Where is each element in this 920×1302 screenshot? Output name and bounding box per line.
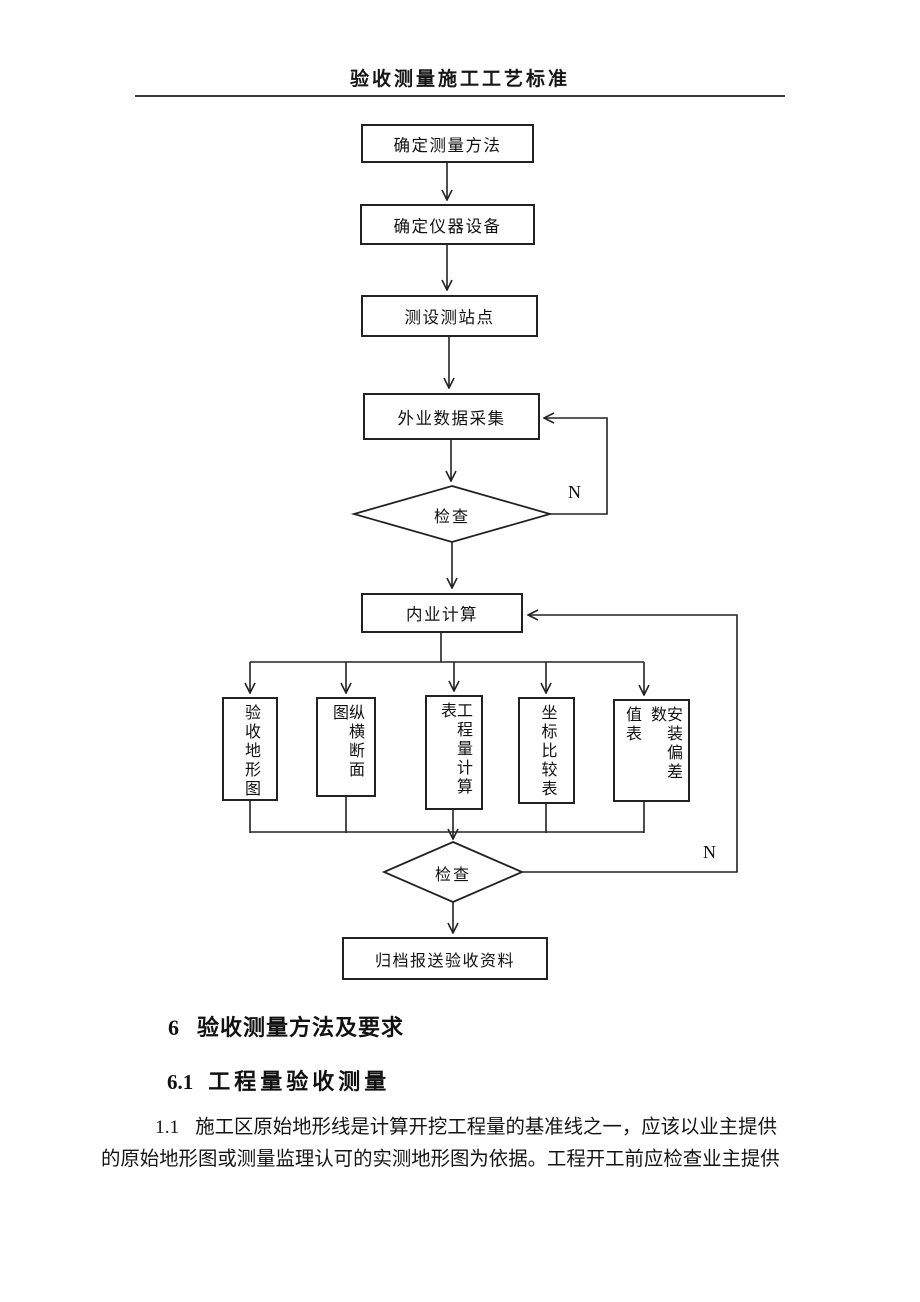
section-heading-6-1-title: 工程量验收测量 [208, 1069, 391, 1094]
flow-output-coordinate-compare-table: 坐标比较表 [518, 697, 575, 804]
flow-connectors [250, 163, 738, 933]
check2-diamond [381, 841, 525, 903]
flow-output-acceptance-topo-map-label: 验收地形图 [242, 704, 259, 799]
flow-output-quantity-table-label: 工程量计算表 [438, 702, 471, 797]
flow-step-archive-submit: 归档报送验收资料 [342, 937, 548, 980]
flow-step-office-computation: 内业计算 [361, 593, 523, 633]
flow-check2-no-label: N [703, 842, 716, 862]
flow-output-acceptance-topo-map: 验收地形图 [222, 697, 278, 801]
acceptance-survey-flowchart: 确定测量方法 确定仪器设备 测设测站点 外业数据采集 检查 N 内业计算 验收地… [0, 124, 738, 1000]
paragraph-line-1-text: 施工区原始地形线是计算开挖工程量的基准线之一，应该以业主提供 [195, 1117, 777, 1138]
flowchart-lines [0, 163, 738, 1000]
flow-output-install-deviation-col-left: 值表 [623, 706, 640, 744]
section-heading-6-1: 6.1 工程量验收测量 [167, 1064, 390, 1096]
flow-output-profile-drawings: 纵横断面图 [316, 697, 376, 797]
flow-step-field-data-collection: 外业数据采集 [363, 393, 540, 440]
section-heading-6: 6 验收测量方法及要求 [168, 1010, 404, 1042]
header-rule [135, 95, 785, 97]
flow-step-determine-method: 确定测量方法 [361, 124, 534, 163]
flow-output-quantity-table: 工程量计算表 [425, 695, 483, 810]
flow-output-install-deviation-col-right: 安装偏差数 [648, 706, 681, 782]
paragraph-line-1: 1.1 施工区原始地形线是计算开挖工程量的基准线之一，应该以业主提供 [101, 1112, 783, 1144]
flow-output-coordinate-compare-table-label: 坐标比较表 [538, 704, 556, 799]
paragraph-number: 1.1 [155, 1117, 180, 1138]
flow-output-profile-drawings-label: 纵横断面图 [330, 704, 363, 780]
check1-diamond [350, 485, 554, 543]
flow-check1-label: 检查 [433, 509, 470, 526]
section-heading-6-title: 验收测量方法及要求 [197, 1015, 405, 1040]
section-heading-6-number: 6 [168, 1015, 179, 1040]
section-heading-6-1-number: 6.1 [167, 1070, 194, 1094]
connector-check1-no-loop [544, 418, 608, 515]
paragraph-line-2: 的原始地形图或测量监理认可的实测地形图为依据。工程开工前应检查业主提供 [101, 1149, 780, 1170]
body-paragraph-1-1: 1.1 施工区原始地形线是计算开挖工程量的基准线之一，应该以业主提供 的原始地形图… [101, 1112, 783, 1176]
connector-check2-no-loop [522, 615, 738, 873]
page-header-title: 验收测量施工工艺标准 [349, 69, 570, 90]
flow-step-set-stations: 测设测站点 [361, 295, 538, 337]
flow-check1-no-label: N [568, 482, 581, 502]
flow-step-determine-equipment: 确定仪器设备 [360, 204, 535, 245]
flow-output-install-deviation-table: 值表 安装偏差数 [613, 699, 690, 802]
flow-check2-label: 检查 [434, 867, 471, 884]
